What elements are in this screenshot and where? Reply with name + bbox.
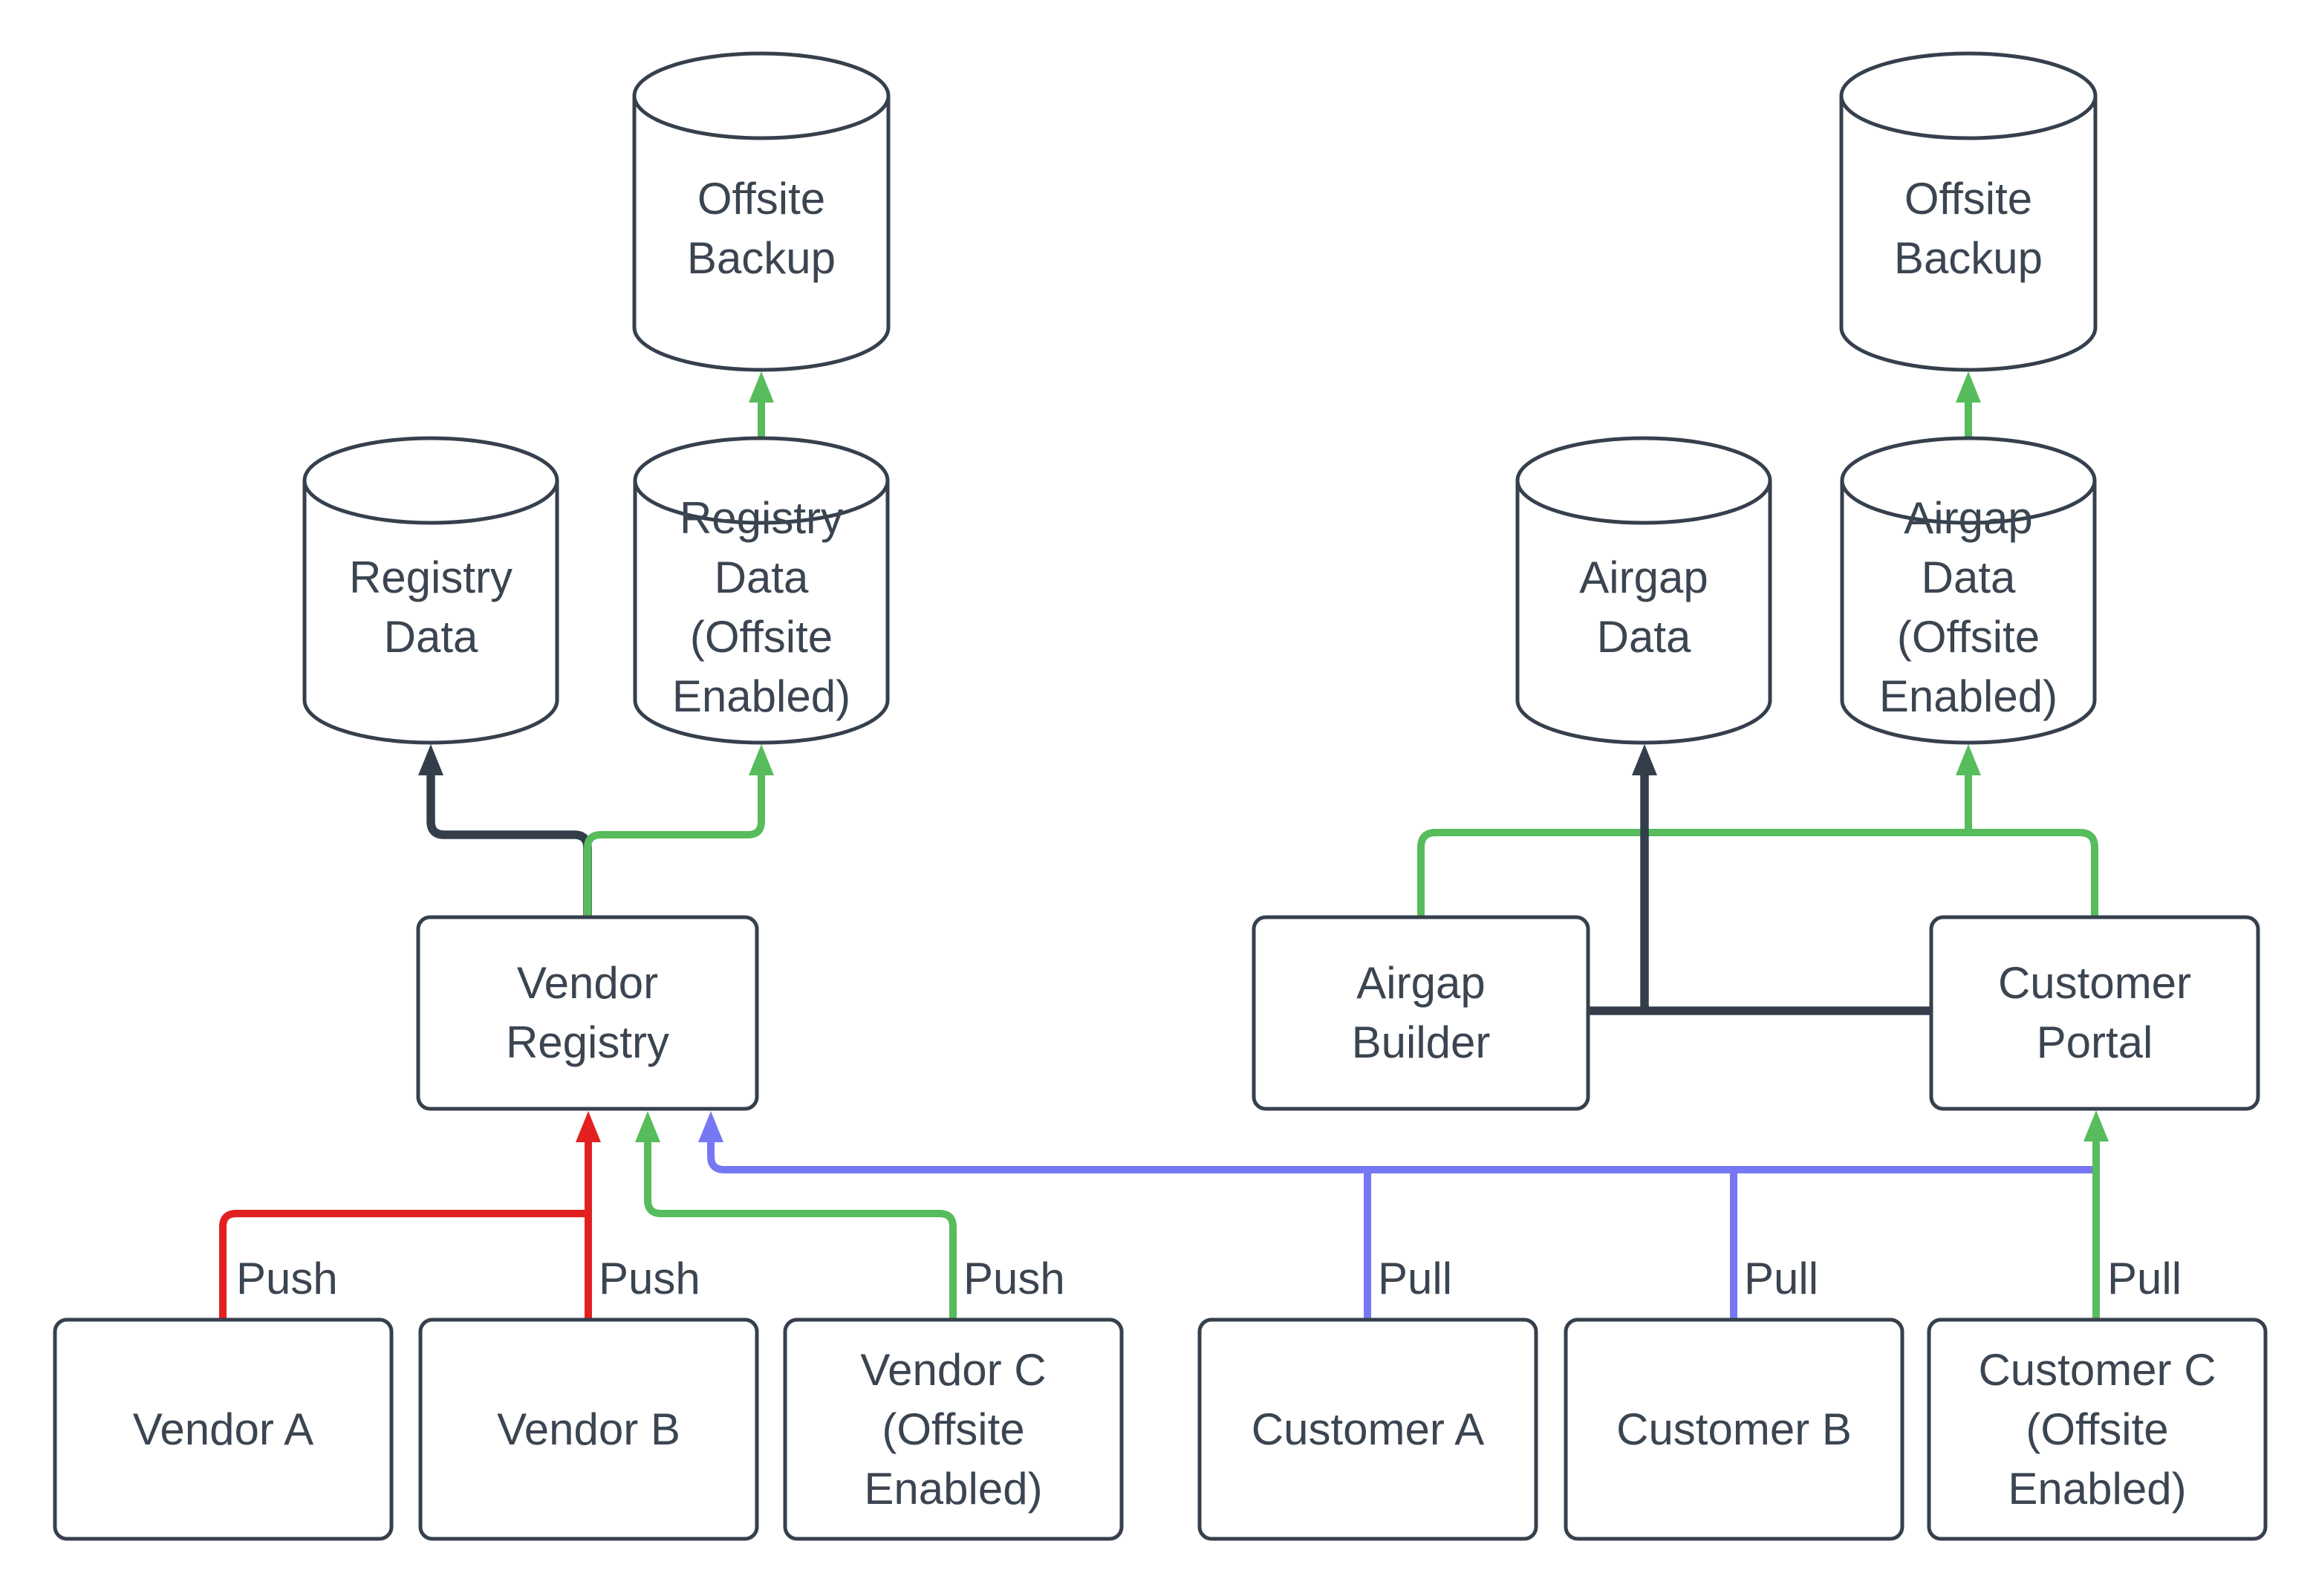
edge-registry-store [426,772,592,917]
vendor-a-label: Vendor A [132,1404,314,1454]
node-airgap-data-offsite [1840,436,2097,745]
edge-layer [219,371,2109,1320]
airgap-data-offsite-label: Airgap Data (Offsite Enabled) [1878,493,2058,721]
node-customer-a [1197,1317,1538,1541]
arrowhead-into-offsite-backup-right [1956,371,1981,403]
vendor-b-label: Vendor B [497,1404,680,1454]
node-registry-data-offsite [633,436,890,745]
node-offsite-backup-right [1839,51,2098,372]
arrowhead-red-into-vendor-registry [576,1111,601,1142]
node-airgap-builder [1252,915,1590,1111]
customer-portal-label: Customer Portal [1997,958,2192,1067]
node-airgap-data [1515,436,1772,745]
airgap-builder-label: Airgap Builder [1351,958,1491,1067]
push-label-vendor-a: Push [236,1254,338,1303]
cylinder-top [632,51,891,140]
cylinder-body [633,481,890,745]
push-label-vendor-b: Push [599,1254,700,1303]
cylinder-body [632,96,891,372]
arrowhead-into-registry-data [418,744,443,775]
pull-label-customer-b: Pull [1744,1254,1819,1303]
node-vendor-a [53,1317,394,1541]
offsite-backup-left-label: Offsite Backup [686,174,836,283]
node-customer-c [1927,1317,2268,1541]
arrowhead-into-airgap-data [1632,744,1657,775]
node-vendor-c [783,1317,1124,1541]
customer-c-label: Customer C (Offsite Enabled) [1978,1344,2216,1514]
registry-data-label: Registry Data [348,553,513,662]
edge-customer-a-b-pull [707,1139,2093,1320]
customer-a-label: Customer A [1251,1404,1485,1454]
registry-data-offsite-label: Registry Data (Offsite Enabled) [671,493,851,721]
node-layer [53,51,2268,1541]
cylinder-top [1840,436,2097,525]
node-vendor-b [418,1317,759,1541]
node-customer-portal [1929,915,2260,1111]
cylinder-top [1839,51,2098,140]
vendor-registry-label: Vendor Registry [505,958,670,1067]
node-registry-data [302,436,559,745]
arrowhead-green-into-customer-portal [2083,1110,2109,1141]
edge-vendor-a-b-push [219,1139,592,1320]
cylinder-body [1840,481,2097,745]
customer-b-label: Customer B [1616,1404,1852,1454]
node-vendor-registry [416,915,759,1111]
arrowhead-blue-into-vendor-registry [698,1111,723,1142]
node-offsite-backup-left [632,51,891,372]
arrowhead-green-into-vendor-registry [635,1111,660,1142]
arrowhead-into-registry-data-offsite [749,744,774,775]
edge-airgap-store-offsite [1417,772,2098,917]
pull-label-customer-c: Pull [2107,1254,2182,1303]
pull-label-customer-a: Pull [1378,1254,1453,1303]
arrowhead-into-airgap-data-offsite [1956,744,1981,775]
offsite-backup-right-label: Offsite Backup [1893,174,2043,283]
edge-registry-store-offsite [584,772,765,917]
vendor-c-label: Vendor C (Offsite Enabled) [860,1344,1047,1514]
airgap-data-label: Airgap Data [1579,553,1708,662]
push-label-vendor-c: Push [963,1254,1065,1303]
edge-vendor-c-push [644,1139,957,1320]
cylinder-top [302,436,559,525]
cylinder-body [1839,96,2098,372]
cylinder-top [633,436,890,525]
edge-airgap-store [1588,772,1931,1015]
cylinder-body [302,481,559,745]
cylinder-top [1515,436,1772,525]
arrowhead-into-offsite-backup-left [749,371,774,403]
node-customer-b [1564,1317,1904,1541]
cylinder-body [1515,481,1772,745]
